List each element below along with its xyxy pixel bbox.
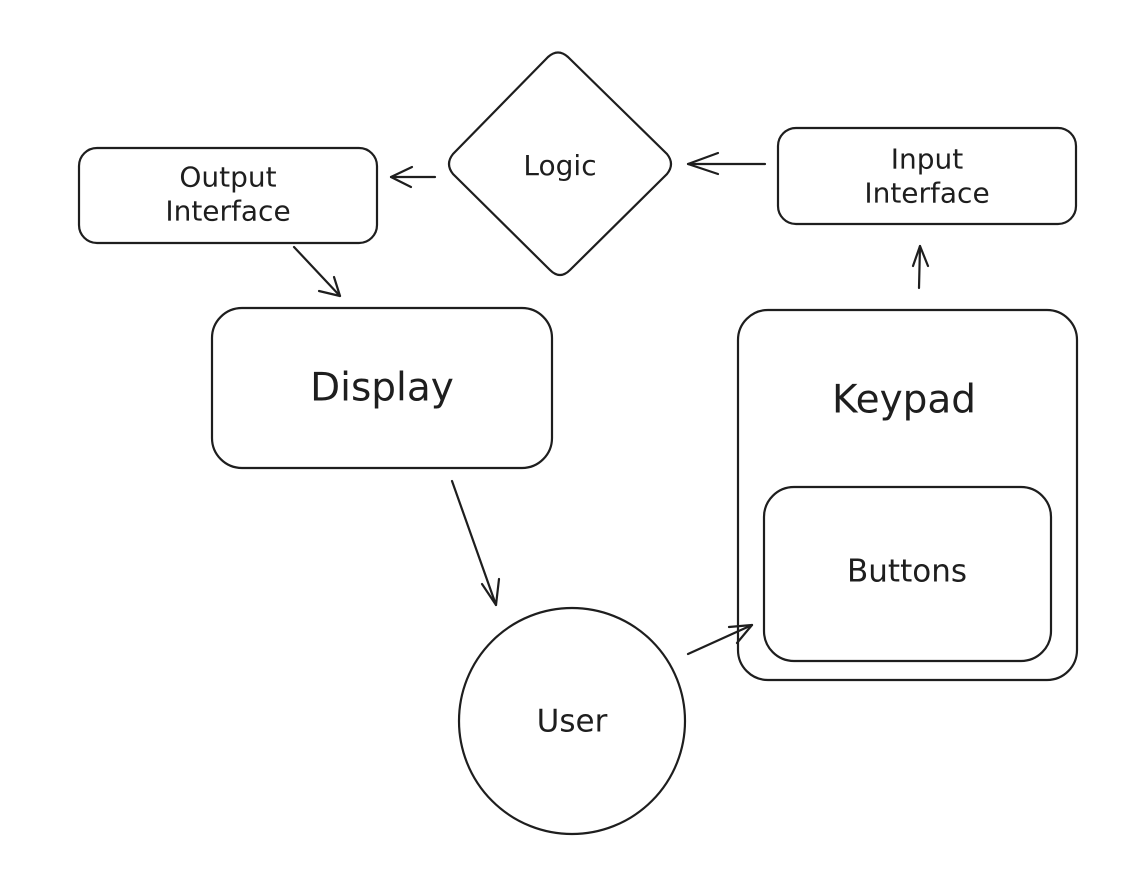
arrow-output-to-display <box>292 245 342 298</box>
keypad-label: Keypad <box>831 377 977 423</box>
arrow-logic-to-output <box>389 165 437 189</box>
logic-label: Logic <box>523 149 597 183</box>
logic-diamond[interactable] <box>447 51 673 277</box>
input-interface-box[interactable] <box>776 126 1078 226</box>
buttons-box[interactable] <box>762 485 1053 663</box>
arrow-user-to-keypad <box>686 623 754 656</box>
arrow-keypad-to-input <box>911 244 930 290</box>
output-interface-box[interactable] <box>77 146 379 245</box>
display-label: Display <box>310 365 454 411</box>
output-interface-label: Output Interface <box>165 160 291 227</box>
display-box[interactable] <box>210 306 554 470</box>
arrow-input-to-logic <box>686 151 767 176</box>
buttons-label: Buttons <box>847 553 967 590</box>
user-label: User <box>536 703 608 740</box>
user-circle[interactable] <box>457 606 687 836</box>
input-interface-label: Input Interface <box>864 142 990 209</box>
arrow-display-to-user <box>450 479 501 607</box>
keypad-box[interactable] <box>736 308 1079 682</box>
